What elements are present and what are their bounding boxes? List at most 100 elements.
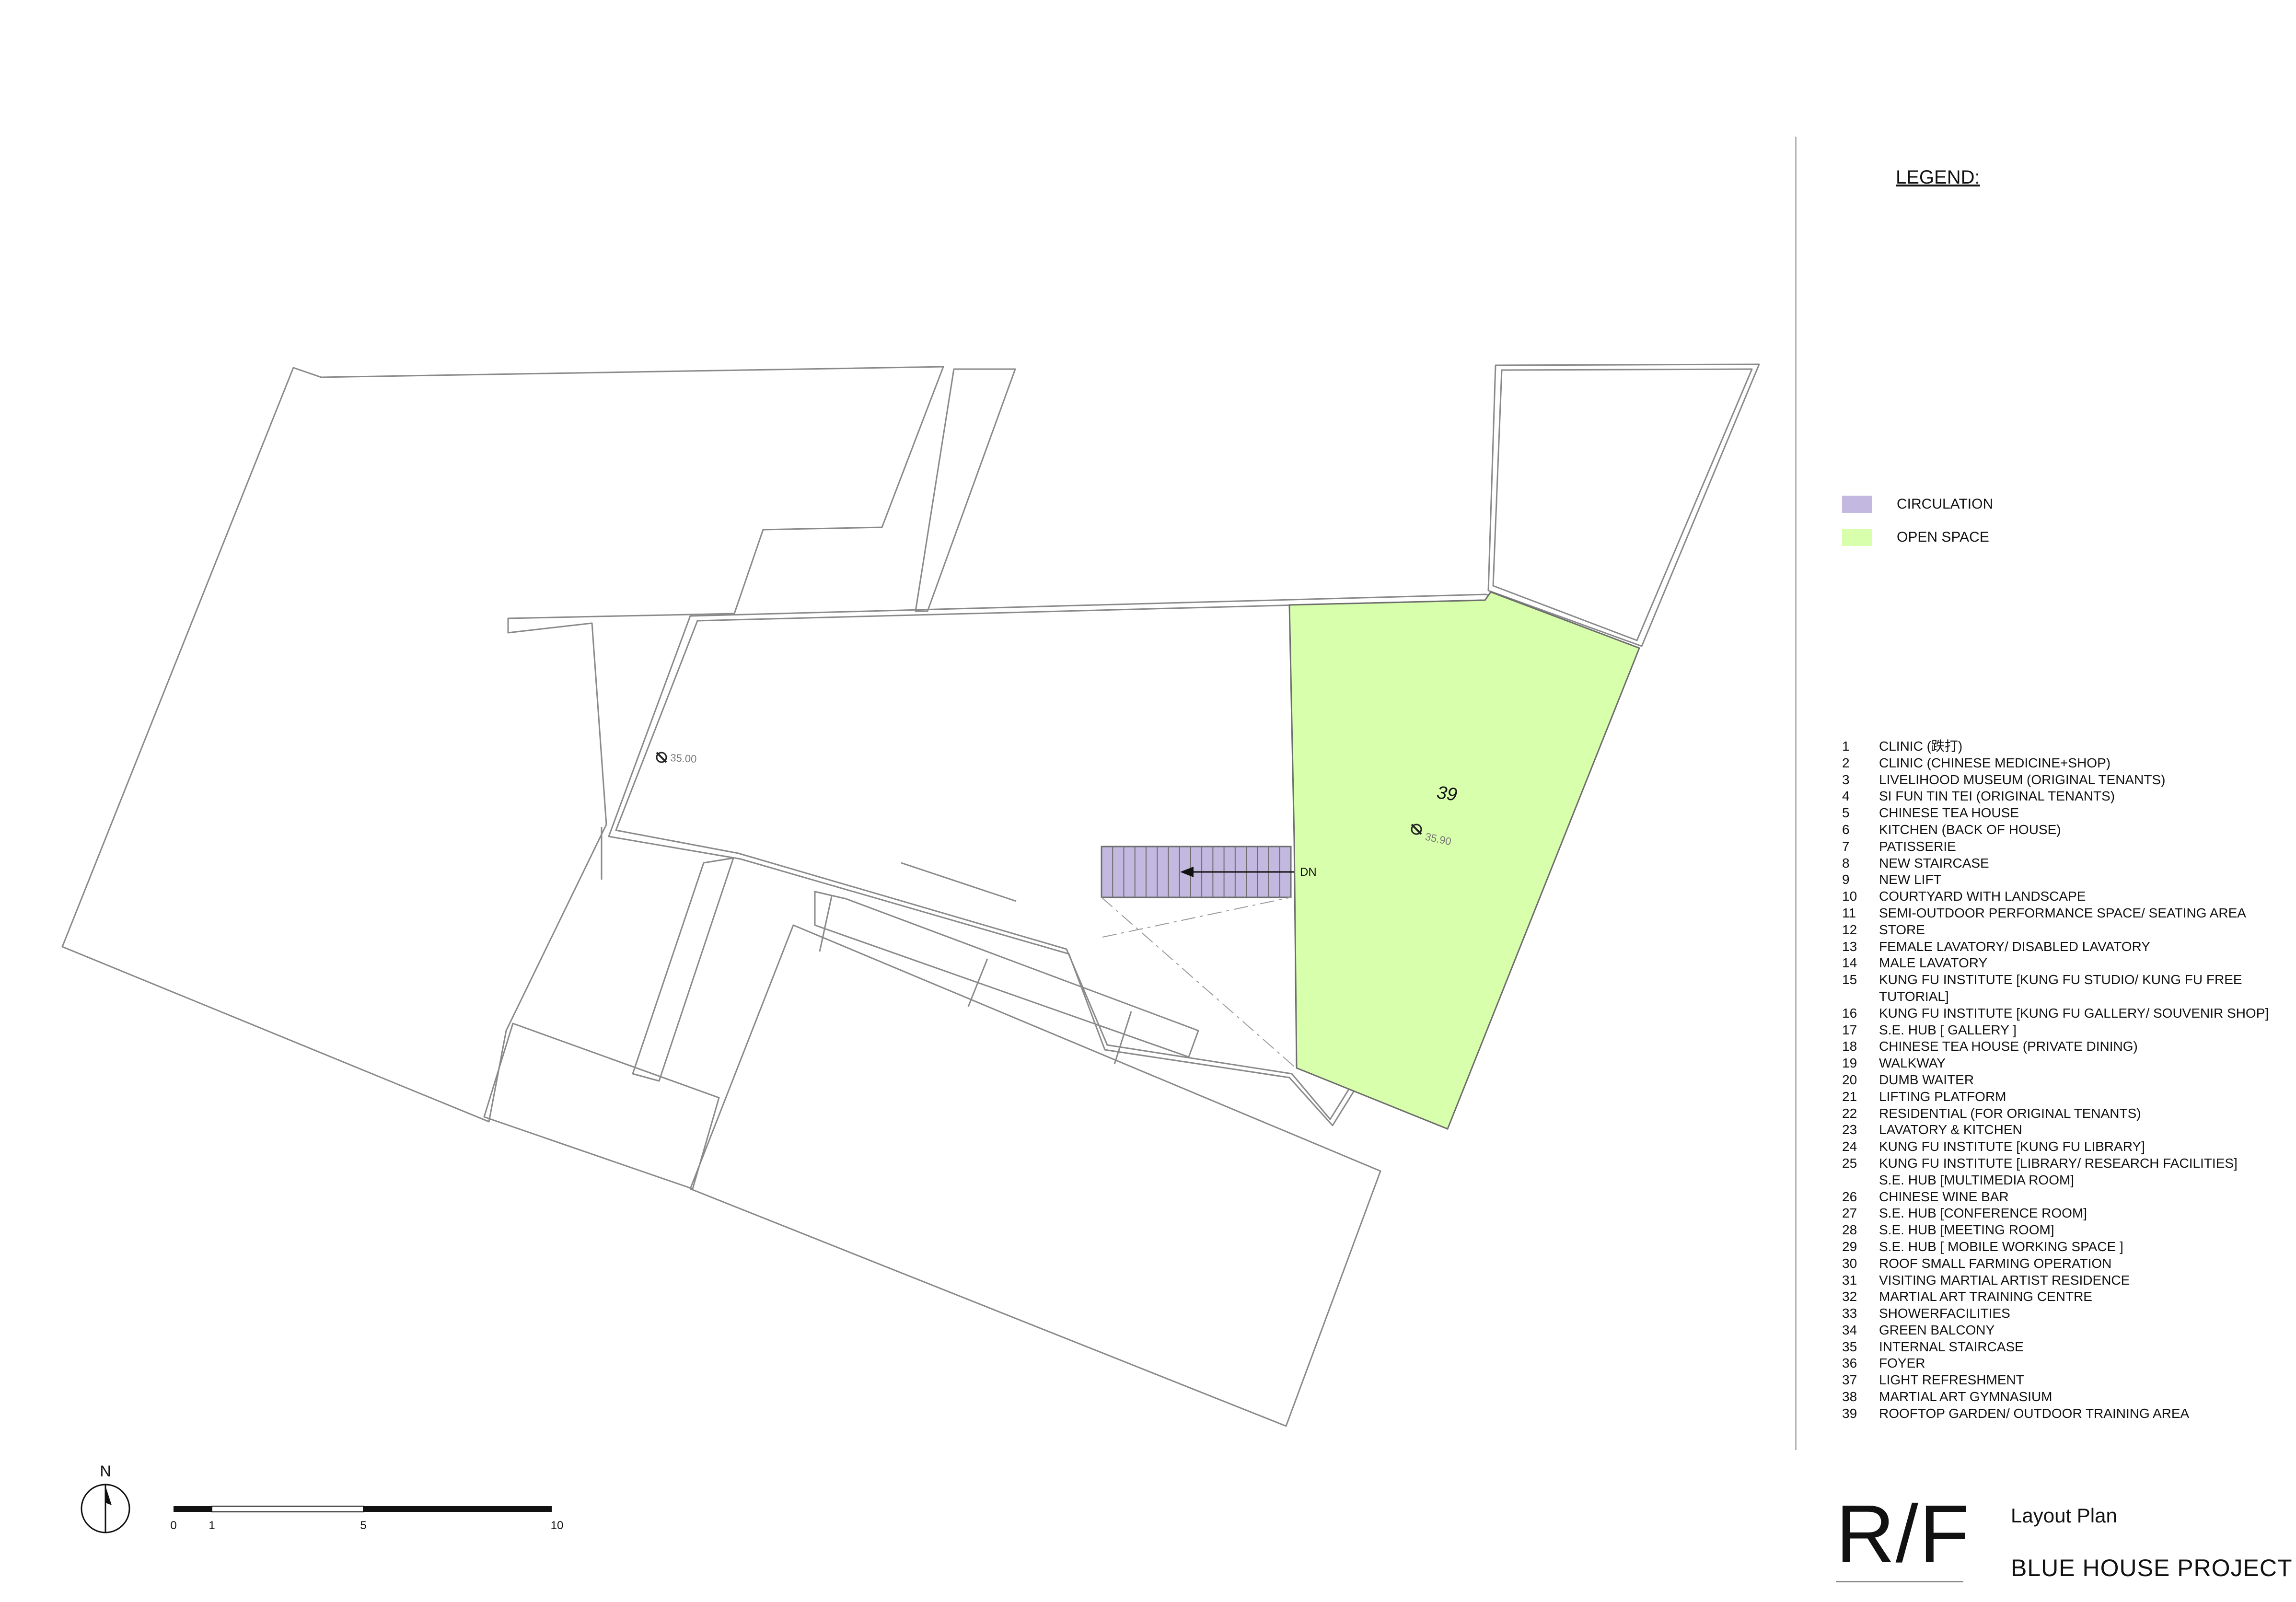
project-title: BLUE HOUSE PROJECT (2011, 1555, 2293, 1581)
room-number: 32 (1842, 1289, 1857, 1304)
room-number-label: 39 (1436, 782, 1459, 805)
room-legend-item: 32 MARTIAL ART TRAINING CENTRE (1842, 1289, 2296, 1305)
room-legend-item: 24 KUNG FU INSTITUTE [KUNG FU LIBRARY] (1842, 1138, 2296, 1155)
room-number: 1 (1842, 739, 1850, 754)
room-number: 19 (1842, 1056, 1857, 1071)
room-legend-item: 29 S.E. HUB [ MOBILE WORKING SPACE ] (1842, 1239, 2296, 1255)
legend-title: LEGEND: (1896, 167, 1980, 188)
room-name: FEMALE LAVATORY/ DISABLED LAVATORY (1879, 939, 2150, 954)
room-name: DUMB WAITER (1879, 1072, 1974, 1087)
open-space-area (1288, 591, 1640, 1130)
room-name: MARTIAL ART TRAINING CENTRE (1879, 1289, 2092, 1304)
corridor-west (632, 857, 734, 1082)
room-name: ROOF SMALL FARMING OPERATION (1879, 1255, 2112, 1271)
room-number: 11 (1842, 905, 1856, 920)
room-name: STORE (1879, 922, 1925, 937)
scale-tick-1: 1 (209, 1519, 215, 1532)
west-block-outline (61, 366, 944, 1123)
room-number: 10 (1842, 889, 1857, 904)
room-name: COURTYARD WITH LANDSCAPE (1879, 889, 2086, 904)
room-number: 13 (1842, 939, 1857, 954)
northeast-block-outline (1487, 363, 1760, 647)
room-number: 27 (1842, 1206, 1857, 1221)
room-name: CHINESE WINE BAR (1879, 1189, 2009, 1204)
room-number: 7 (1842, 838, 1850, 854)
floor-plan-drawing: DN 39 35.00 35.90 N 0 1 5 10 (61, 363, 1760, 1533)
partition-line-1 (819, 896, 833, 952)
room-number: 29 (1842, 1239, 1857, 1254)
room-number: 21 (1842, 1089, 1857, 1104)
room-name: KUNG FU INSTITUTE [KUNG FU STUDIO/ KUNG … (1879, 972, 2242, 1004)
room-name: SHOWERFACILITIES (1879, 1306, 2010, 1321)
room-number: 30 (1842, 1255, 1857, 1271)
level-marker-west: 35.00 (656, 752, 697, 765)
room-number: 31 (1842, 1272, 1857, 1288)
room-name: WALKWAY (1879, 1056, 1946, 1071)
room-legend-item: 16 KUNG FU INSTITUTE [KUNG FU GALLERY/ SO… (1842, 1005, 2296, 1022)
room-number: 4 (1842, 789, 1850, 804)
room-number: 6 (1842, 822, 1850, 837)
legend-circulation: CIRCULATION (1842, 495, 1993, 514)
scale-bar: 0 1 5 10 (170, 1506, 563, 1532)
room-number: 25 (1842, 1155, 1857, 1171)
room-number: 9 (1842, 872, 1850, 887)
room-legend-item: 27 S.E. HUB [CONFERENCE ROOM] (1842, 1205, 2296, 1222)
room-name: MARTIAL ART GYMNASIUM (1879, 1389, 2052, 1405)
circulation-swatch (1842, 496, 1872, 513)
partition-line-2 (967, 958, 988, 1007)
room-number: 26 (1842, 1189, 1857, 1204)
room-name: RESIDENTIAL (FOR ORIGINAL TENANTS) (1879, 1105, 2141, 1121)
room-legend-item: 1 CLINIC (跌打) (1842, 738, 2296, 755)
room-number: 16 (1842, 1005, 1857, 1021)
room-number: 23 (1842, 1122, 1857, 1138)
new-staircase: DN (1101, 846, 1317, 1067)
room-name: CLINIC (跌打) (1879, 739, 1963, 754)
southwest-pavilion-outline (483, 1022, 720, 1190)
room-name: CLINIC (CHINESE MEDICINE+SHOP) (1879, 755, 2111, 770)
room-name: S.E. HUB [CONFERENCE ROOM] (1879, 1206, 2087, 1221)
room-name: LIVELIHOOD MUSEUM (ORIGINAL TENANTS) (1879, 772, 2166, 787)
room-name: MALE LAVATORY (1879, 955, 1988, 971)
room-number: 12 (1842, 922, 1857, 937)
room-name: KUNG FU INSTITUTE [KUNG FU GALLERY/ SOUV… (1879, 1005, 2269, 1021)
north-arrow: N (81, 1463, 130, 1533)
partition-line-3 (1113, 1011, 1132, 1065)
level-title: R/F (1836, 1488, 1970, 1579)
north-strip-outline (915, 368, 1016, 612)
room-name: S.E. HUB [MEETING ROOM] (1879, 1222, 2054, 1238)
stair-label: DN (1300, 866, 1317, 879)
room-legend-item: 10 COURTYARD WITH LANDSCAPE (1842, 888, 2296, 905)
room-number: 24 (1842, 1139, 1857, 1154)
room-legend-item: 30 ROOF SMALL FARMING OPERATION (1842, 1255, 2296, 1272)
room-number: 38 (1842, 1389, 1857, 1405)
circulation-label: CIRCULATION (1897, 496, 1994, 512)
scale-tick-5: 5 (360, 1519, 366, 1532)
room-name: ROOFTOP GARDEN/ OUTDOOR TRAINING AREA (1879, 1405, 2190, 1421)
room-legend-item: 38 MARTIAL ART GYMNASIUM (1842, 1389, 2296, 1405)
room-name: NEW STAIRCASE (1879, 855, 1989, 871)
room-number: 35 (1842, 1339, 1857, 1354)
room-number: 39 (1842, 1405, 1857, 1421)
room-name: S.E. HUB [ MOBILE WORKING SPACE ] (1879, 1239, 2123, 1254)
open-space-label: OPEN SPACE (1897, 529, 1989, 545)
south-block-outline (689, 924, 1381, 1427)
room-name: KUNG FU INSTITUTE [KUNG FU LIBRARY] (1879, 1139, 2145, 1154)
room-name: INTERNAL STAIRCASE (1879, 1339, 2024, 1354)
